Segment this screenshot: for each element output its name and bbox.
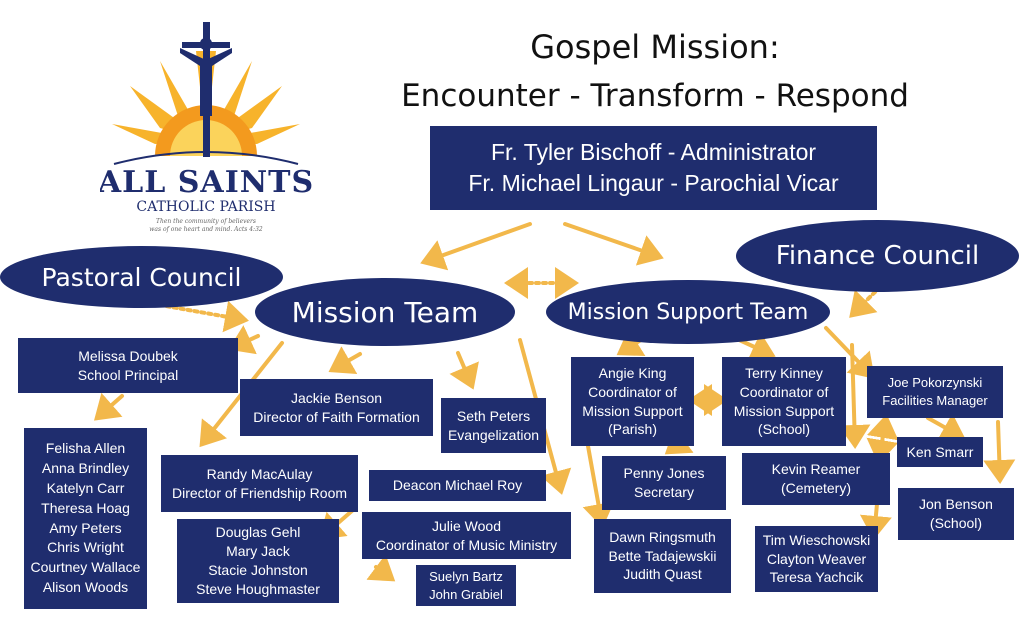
jon-title: (School) bbox=[929, 515, 983, 531]
logo-tagline-line1: Then the community of believers bbox=[156, 218, 256, 225]
ken-smarr-box: Ken Smarr bbox=[897, 437, 983, 467]
arrow-mission-to-evangelization bbox=[449, 351, 479, 390]
friendship-staff-box: Douglas Gehl Mary Jack Stacie Johnston S… bbox=[177, 519, 339, 603]
mission-team-oval: Mission Team bbox=[255, 278, 515, 346]
list-item: Clayton Weaver bbox=[766, 550, 867, 567]
arrow-facilities-to-ken bbox=[926, 413, 966, 442]
crucifix-icon bbox=[180, 22, 232, 157]
ken-name: Ken Smarr bbox=[906, 443, 974, 460]
list-item: Tim Wieschowski bbox=[762, 531, 871, 548]
list-item: Teresa Yachcik bbox=[769, 569, 864, 586]
list-item: Judith Quast bbox=[623, 566, 702, 583]
music-name: Julie Wood bbox=[431, 517, 501, 534]
evangelization-title: Evangelization bbox=[447, 426, 540, 443]
list-item: Mary Jack bbox=[226, 543, 290, 560]
page-title: Gospel Mission: bbox=[530, 28, 780, 66]
school-coordinator-line: Terry Kinney bbox=[745, 364, 823, 381]
arrow-leaders-to-support-team bbox=[563, 222, 664, 266]
list-item: Bette Tadajewskii bbox=[608, 547, 717, 564]
arrow-music-to-staff bbox=[366, 554, 396, 582]
facilities-title: Facilities Manager bbox=[882, 393, 988, 408]
list-item: Steve Houghmaster bbox=[196, 580, 320, 597]
deacon-name: Deacon Michael Roy bbox=[392, 477, 523, 494]
cemetery-box: Kevin Reamer (Cemetery) bbox=[742, 453, 890, 505]
principal-title: School Principal bbox=[77, 366, 179, 383]
list-item: Suelyn Bartz bbox=[429, 568, 503, 584]
parish-coordinator-box: Angie King Coordinator of Mission Suppor… bbox=[571, 357, 694, 446]
pastoral-council-oval: Pastoral Council bbox=[0, 246, 283, 308]
cemetery-name: Kevin Reamer bbox=[771, 461, 861, 478]
leadership-line2: Fr. Michael Lingaur - Parochial Vicar bbox=[468, 170, 839, 196]
logo-tagline-line2: was of one heart and mind. Acts 4:32 bbox=[149, 226, 263, 233]
list-item: Douglas Gehl bbox=[215, 524, 301, 541]
evangelization-box: Seth Peters Evangelization bbox=[441, 398, 546, 453]
leadership-line1: Fr. Tyler Bischoff - Administrator bbox=[490, 138, 817, 165]
list-item: Alison Woods bbox=[42, 579, 129, 596]
parish-staff-box: Dawn Ringsmuth Bette Tadajewskii Judith … bbox=[594, 519, 731, 593]
faith-formation-name: Jackie Benson bbox=[290, 389, 383, 406]
principal-box: Melissa Doubek School Principal bbox=[18, 338, 238, 393]
list-item: Amy Peters bbox=[49, 519, 122, 536]
jon-name: Jon Benson bbox=[919, 496, 993, 513]
list-item: Courtney Wallace bbox=[30, 559, 141, 576]
school-coordinator-line: Coordinator of bbox=[739, 383, 829, 400]
list-item: Felisha Allen bbox=[45, 440, 126, 456]
principal-name: Melissa Doubek bbox=[78, 347, 178, 364]
list-item: Dawn Ringsmuth bbox=[609, 528, 716, 545]
list-item: Theresa Hoag bbox=[41, 499, 130, 516]
secretary-title: Secretary bbox=[634, 484, 694, 500]
music-staff-box: Suelyn Bartz John Grabiel bbox=[416, 565, 516, 606]
parish-coordinator-line: (Parish) bbox=[607, 421, 657, 438]
logo-name-line1: ALL SAINTS bbox=[100, 165, 312, 200]
parish-coordinator-line: Angie King bbox=[598, 364, 667, 381]
list-item: Chris Wright bbox=[47, 539, 124, 556]
facilities-manager-box: Joe Pokorzynski Facilities Manager bbox=[867, 366, 1003, 418]
arrow-pastoral-to-mission bbox=[158, 300, 249, 333]
friendship-room-name: Randy MacAulay bbox=[206, 465, 313, 482]
friendship-room-box: Randy MacAulay Director of Friendship Ro… bbox=[161, 455, 358, 512]
school-coordinator-box: Terry Kinney Coordinator of Mission Supp… bbox=[722, 357, 846, 446]
cemetery-title: (Cemetery) bbox=[780, 480, 851, 496]
arrow-principal-to-staff bbox=[93, 392, 124, 421]
arrow-support-to-cemetery bbox=[838, 343, 871, 449]
logo-name-line2: CATHOLIC PARISH bbox=[136, 199, 275, 215]
school-staff-box: Felisha Allen Anna Brindley Katelyn Carr… bbox=[24, 428, 147, 609]
school-coordinator-line: (School) bbox=[757, 421, 811, 438]
cemetery-staff-box: Tim Wieschowski Clayton Weaver Teresa Ya… bbox=[755, 526, 878, 592]
friendship-room-title: Director of Friendship Room bbox=[171, 484, 348, 501]
facilities-name: Joe Pokorzynski bbox=[887, 375, 983, 391]
list-item: Stacie Johnston bbox=[208, 562, 308, 578]
arrow-support-to-facilities bbox=[824, 326, 875, 379]
arrow-mission-to-faith bbox=[328, 346, 362, 374]
faith-formation-title: Director of Faith Formation bbox=[253, 408, 420, 425]
secretary-name: Penny Jones bbox=[623, 465, 705, 482]
arrow-parish-to-staff bbox=[582, 444, 615, 528]
list-item: Anna Brindley bbox=[41, 459, 130, 476]
arrow-facilities-to-jon bbox=[983, 420, 1016, 484]
school-coordinator-line: Mission Support bbox=[733, 402, 835, 419]
finance-council-oval: Finance Council bbox=[736, 220, 1019, 292]
faith-formation-box: Jackie Benson Director of Faith Formatio… bbox=[240, 379, 433, 436]
jon-benson-box: Jon Benson (School) bbox=[898, 488, 1014, 540]
arrow-leaders-to-mission-team bbox=[420, 222, 532, 271]
parish-coordinator-line: Coordinator of bbox=[588, 383, 677, 400]
parish-logo: ALL SAINTS CATHOLIC PARISH Then the comm… bbox=[100, 22, 312, 233]
page-subtitle: Encounter - Transform - Respond bbox=[401, 78, 909, 114]
parish-coordinator-line: Mission Support bbox=[582, 402, 683, 419]
leadership-box: Fr. Tyler Bischoff - Administrator Fr. M… bbox=[430, 126, 877, 210]
deacon-box: Deacon Michael Roy bbox=[369, 470, 546, 501]
music-title: Coordinator of Music Ministry bbox=[375, 536, 558, 553]
evangelization-name: Seth Peters bbox=[456, 407, 531, 424]
mission-support-team-oval: Mission Support Team bbox=[546, 280, 830, 344]
list-item: Katelyn Carr bbox=[46, 479, 125, 496]
secretary-box: Penny Jones Secretary bbox=[602, 456, 726, 510]
music-ministry-box: Julie Wood Coordinator of Music Ministry bbox=[362, 512, 571, 559]
list-item: John Grabiel bbox=[429, 586, 503, 602]
